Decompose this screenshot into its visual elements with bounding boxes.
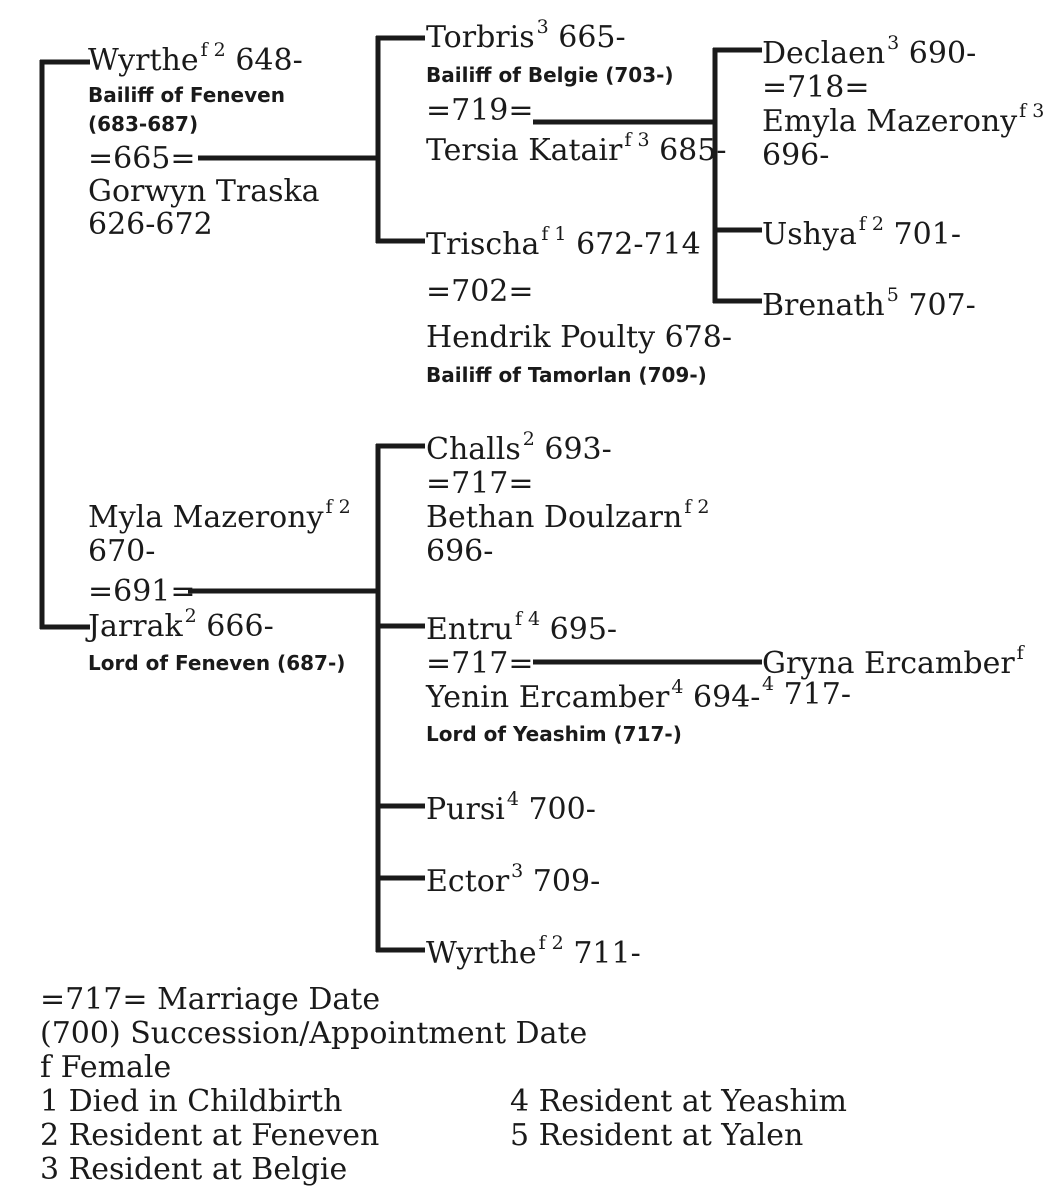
marriage-718: =718=	[762, 70, 870, 105]
marriage-691: =691=	[88, 574, 196, 609]
marriage-719: =719=	[426, 93, 534, 128]
title-hendrik: Bailiff of Tamorlan (709-)	[426, 363, 707, 387]
legend-marriage: =717= Marriage Date	[40, 982, 381, 1017]
marriage-665: =665=	[88, 141, 196, 176]
spouse-hendrik: Hendrik Poulty 678-	[426, 320, 732, 355]
person-gryna-dates: 4 717-	[762, 673, 852, 712]
spouse-gorwyn-dates: 626-672	[88, 207, 213, 242]
spouse-gorwyn: Gorwyn Traska	[88, 174, 320, 209]
legend-female: f Female	[40, 1050, 172, 1085]
marriage-717-entru: =717=	[426, 646, 534, 681]
title-wyrthe-sr: Bailiff of Feneven	[88, 83, 285, 107]
person-myla-dates: 670-	[88, 534, 156, 569]
legend-key-3: 3 Resident at Belgie	[40, 1152, 348, 1187]
title-yenin: Lord of Yeashim (717-)	[426, 722, 682, 746]
title-torbris: Bailiff of Belgie (703-)	[426, 63, 674, 87]
legend-key-5: 5 Resident at Yalen	[510, 1118, 804, 1153]
title-jarrak: Lord of Feneven (687-)	[88, 651, 346, 675]
marriage-717-challs: =717=	[426, 466, 534, 501]
spouse-bethan-dates: 696-	[426, 534, 494, 569]
legend-succession: (700) Succession/Appointment Date	[40, 1016, 588, 1051]
legend-key-1: 1 Died in Childbirth	[40, 1084, 343, 1119]
title-wyrthe-sr-dates: (683-687)	[88, 112, 199, 136]
marriage-702: =702=	[426, 274, 534, 309]
legend-key-4: 4 Resident at Yeashim	[510, 1084, 847, 1119]
legend-key-2: 2 Resident at Feneven	[40, 1118, 380, 1153]
spouse-emyla-dates: 696-	[762, 138, 830, 173]
